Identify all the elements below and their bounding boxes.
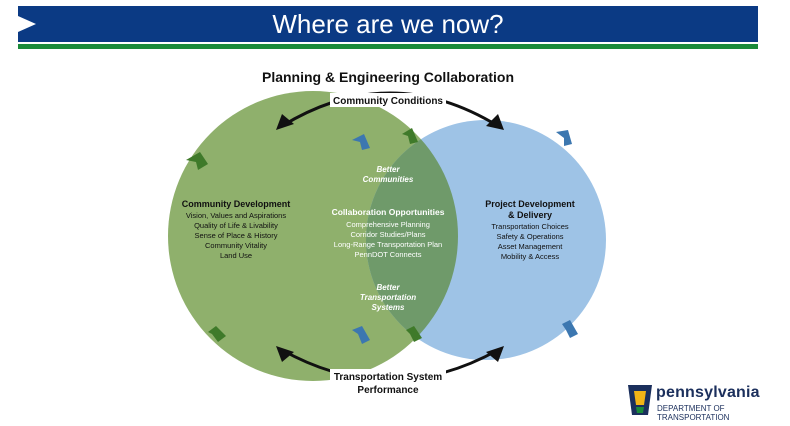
bottom-right-arrowhead-icon [486, 346, 504, 362]
performance-label: Performance [357, 385, 419, 396]
left-heading: Community Development [182, 199, 291, 209]
right-item: Mobility & Access [501, 252, 560, 261]
header-green-rule [18, 44, 758, 49]
logo-wordmark: pennsylvania [656, 384, 760, 401]
center-item: Comprehensive Planning [346, 220, 430, 229]
green-chevron-icon [406, 326, 422, 342]
left-item: Vision, Values and Aspirations [186, 211, 286, 220]
green-chevron-icon [402, 128, 418, 144]
center-heading: Collaboration Opportunities [332, 207, 445, 217]
community-conditions-label: Community Conditions [333, 96, 443, 107]
left-item: Quality of Life & Livability [194, 221, 278, 230]
better-communities-line2: Communities [363, 175, 414, 184]
blue-chevron-icon [352, 326, 370, 344]
green-chevron-icon [208, 326, 226, 342]
community-development-circle [168, 91, 458, 381]
header-arrow-icon [18, 16, 36, 32]
logo-department: DEPARTMENT OF TRANSPORTATION [657, 404, 730, 422]
blue-chevron-icon [352, 134, 370, 150]
top-label-bg [330, 93, 446, 107]
header-divider [18, 42, 758, 44]
right-item: Safety & Operations [496, 232, 563, 241]
blue-chevron-icon [556, 130, 572, 146]
top-left-arrowhead-icon [276, 114, 294, 130]
transportation-system-label: Transportation System [334, 372, 442, 383]
right-item: Transportation Choices [491, 222, 569, 231]
right-heading-line1: Project Development [485, 199, 575, 209]
center-item: PennDOT Connects [355, 250, 422, 259]
right-heading-line2: & Delivery [508, 210, 552, 220]
better-communities-line1: Better [376, 165, 400, 174]
green-chevron-icon [186, 152, 208, 170]
slide-title: Where are we now? [272, 9, 504, 39]
left-item: Community Vitality [205, 241, 267, 250]
center-item: Long-Range Transportation Plan [334, 240, 442, 249]
left-item: Sense of Place & History [195, 231, 278, 240]
diagram-title: Planning & Engineering Collaboration [262, 69, 514, 85]
center-item: Corridor Studies/Plans [350, 230, 425, 239]
bottom-label-bg [330, 369, 446, 397]
left-item: Land Use [220, 251, 252, 260]
top-right-arrowhead-icon [486, 114, 504, 130]
blue-chevron-icon [562, 320, 578, 338]
bottom-left-arrowhead-icon [276, 346, 294, 362]
better-transportation-line3: Systems [372, 303, 405, 312]
keystone-icon [628, 385, 652, 415]
better-transportation-line2: Transportation [360, 293, 416, 302]
title-bar: Where are we now? [18, 6, 758, 42]
right-item: Asset Management [498, 242, 564, 251]
penndot-logo: pennsylvania DEPARTMENT OF TRANSPORTATIO… [626, 383, 786, 422]
better-transportation-line1: Better [376, 283, 400, 292]
